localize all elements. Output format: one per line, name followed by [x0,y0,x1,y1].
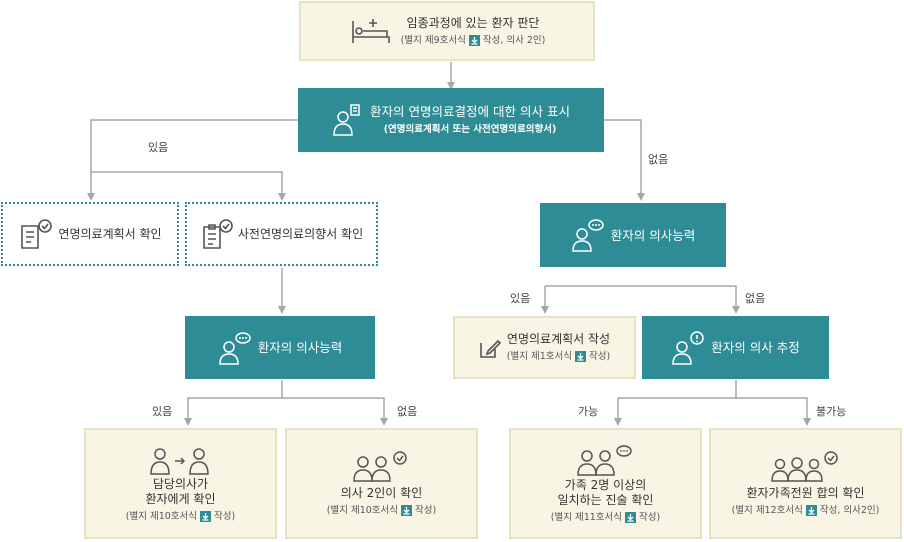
node-family-all: 환자가족전원 합의 확인 (별지 제12호서식 작성, 의사2인) [709,428,902,539]
node-family-statement-title1: 가족 2명 이상의 [564,477,647,492]
node-plan-write-title: 연명의료계획서 작성 [506,332,611,346]
node-family-all-sub: (별지 제12호서식 작성, 의사2인) [731,505,880,516]
download-icon[interactable] [805,505,817,516]
arrow-decision-no [604,119,645,201]
node-family-statement-sub: (별지 제11호서식 작성) [550,511,661,523]
node-terminal-judgment-title: 임종과정에 있는 환자 판단 [406,15,540,30]
node-doctor-confirm: 담당의사가 환자에게 확인 (별지 제10호서식 작성) [84,428,277,539]
node-family-statement-title2: 일치하는 진술 확인 [557,492,654,507]
arrow-capacity-no [545,285,740,314]
label-yes-capacity-right: 있음 [510,292,531,305]
person-speech-icon [571,219,604,252]
node-capacity-left: 환자의 의사능력 [185,316,375,379]
node-terminal-judgment: 임종과정에 있는 환자 판단 (별지 제9호서식 작성, 의사 2인) [299,1,595,61]
pencil-edit-icon [479,339,501,358]
node-family-statement: 가족 2명 이상의 일치하는 진술 확인 (별지 제11호서식 작성) [509,428,702,539]
label-no-capacity-right: 없음 [745,292,766,305]
label-impossible: 불가능 [816,405,847,418]
label-yes-capacity-left: 있음 [152,405,173,418]
family-speech-icon [577,444,633,476]
download-icon[interactable] [625,511,637,523]
doctor-document-icon [333,104,360,136]
clipboard-check-icon [203,219,233,249]
arrow-capacity-left-yes [184,380,283,426]
node-advance-check: 사전연명의료의향서 확인 [185,202,378,266]
download-icon[interactable] [200,510,212,522]
node-decision-expression: 환자의 연명의료결정에 대한 의사 표시 (연명의료계획서 또는 사전연명의료의… [298,88,604,152]
label-possible: 가능 [578,405,599,418]
node-plan-write: 연명의료계획서 작성 (별지 제1호서식 작성) [453,316,636,379]
node-doctor-confirm-sub: (별지 제10호서식 작성) [125,510,236,522]
doctor-to-patient-icon [150,447,210,475]
node-plan-check: 연명의료계획서 확인 [1,202,179,266]
label-yes-decision: 있음 [148,141,169,154]
download-icon[interactable] [575,351,587,362]
node-decision-title: 환자의 연명의료결정에 대한 의사 표시 [370,104,570,119]
arrow-decision-yes-advance [91,171,286,201]
family-group-check-icon [771,451,839,482]
node-capacity-right-title: 환자의 의사능력 [610,227,696,243]
document-check-icon [21,219,53,249]
node-capacity-right: 환자의 의사능력 [540,203,726,267]
node-plan-check-title: 연명의료계획서 확인 [58,226,162,241]
label-no-decision: 없음 [648,153,669,166]
node-two-doctors-sub: (별지 제10호서식 작성) [326,505,437,516]
person-exclamation-icon [672,330,705,365]
node-decision-sub: (연명의료계획서 또는 사전연명의료의향서) [383,124,557,135]
node-presume: 환자의 의사 추정 [642,316,829,379]
node-family-all-title: 환자가족전원 합의 확인 [746,486,865,500]
node-advance-check-title: 사전연명의료의향서 확인 [237,226,364,241]
arrow-presume-impossible [736,397,811,426]
arrow-presume-possible [614,380,737,426]
node-two-doctors-title: 의사 2인이 확인 [340,486,423,500]
two-doctors-check-icon [353,451,408,482]
node-terminal-judgment-sub: (별지 제9호서식 작성, 의사 2인) [400,34,546,46]
node-doctor-confirm-title1: 담당의사가 [152,476,209,491]
node-two-doctors: 의사 2인이 확인 (별지 제10호서식 작성) [285,428,478,539]
node-capacity-left-title: 환자의 의사능력 [257,340,343,355]
arrow-capacity-left-no [282,397,388,426]
arrow-decision-yes-plan [87,119,298,201]
node-presume-title: 환자의 의사 추정 [711,340,800,355]
patient-bed-icon [351,19,390,43]
node-plan-write-sub: (별지 제1호서식 작성) [506,351,611,362]
download-icon[interactable] [468,34,480,46]
label-no-capacity-left: 없음 [397,405,418,418]
person-speech-icon [218,331,251,365]
node-doctor-confirm-title2: 환자에게 확인 [145,491,216,506]
download-icon[interactable] [401,505,413,516]
